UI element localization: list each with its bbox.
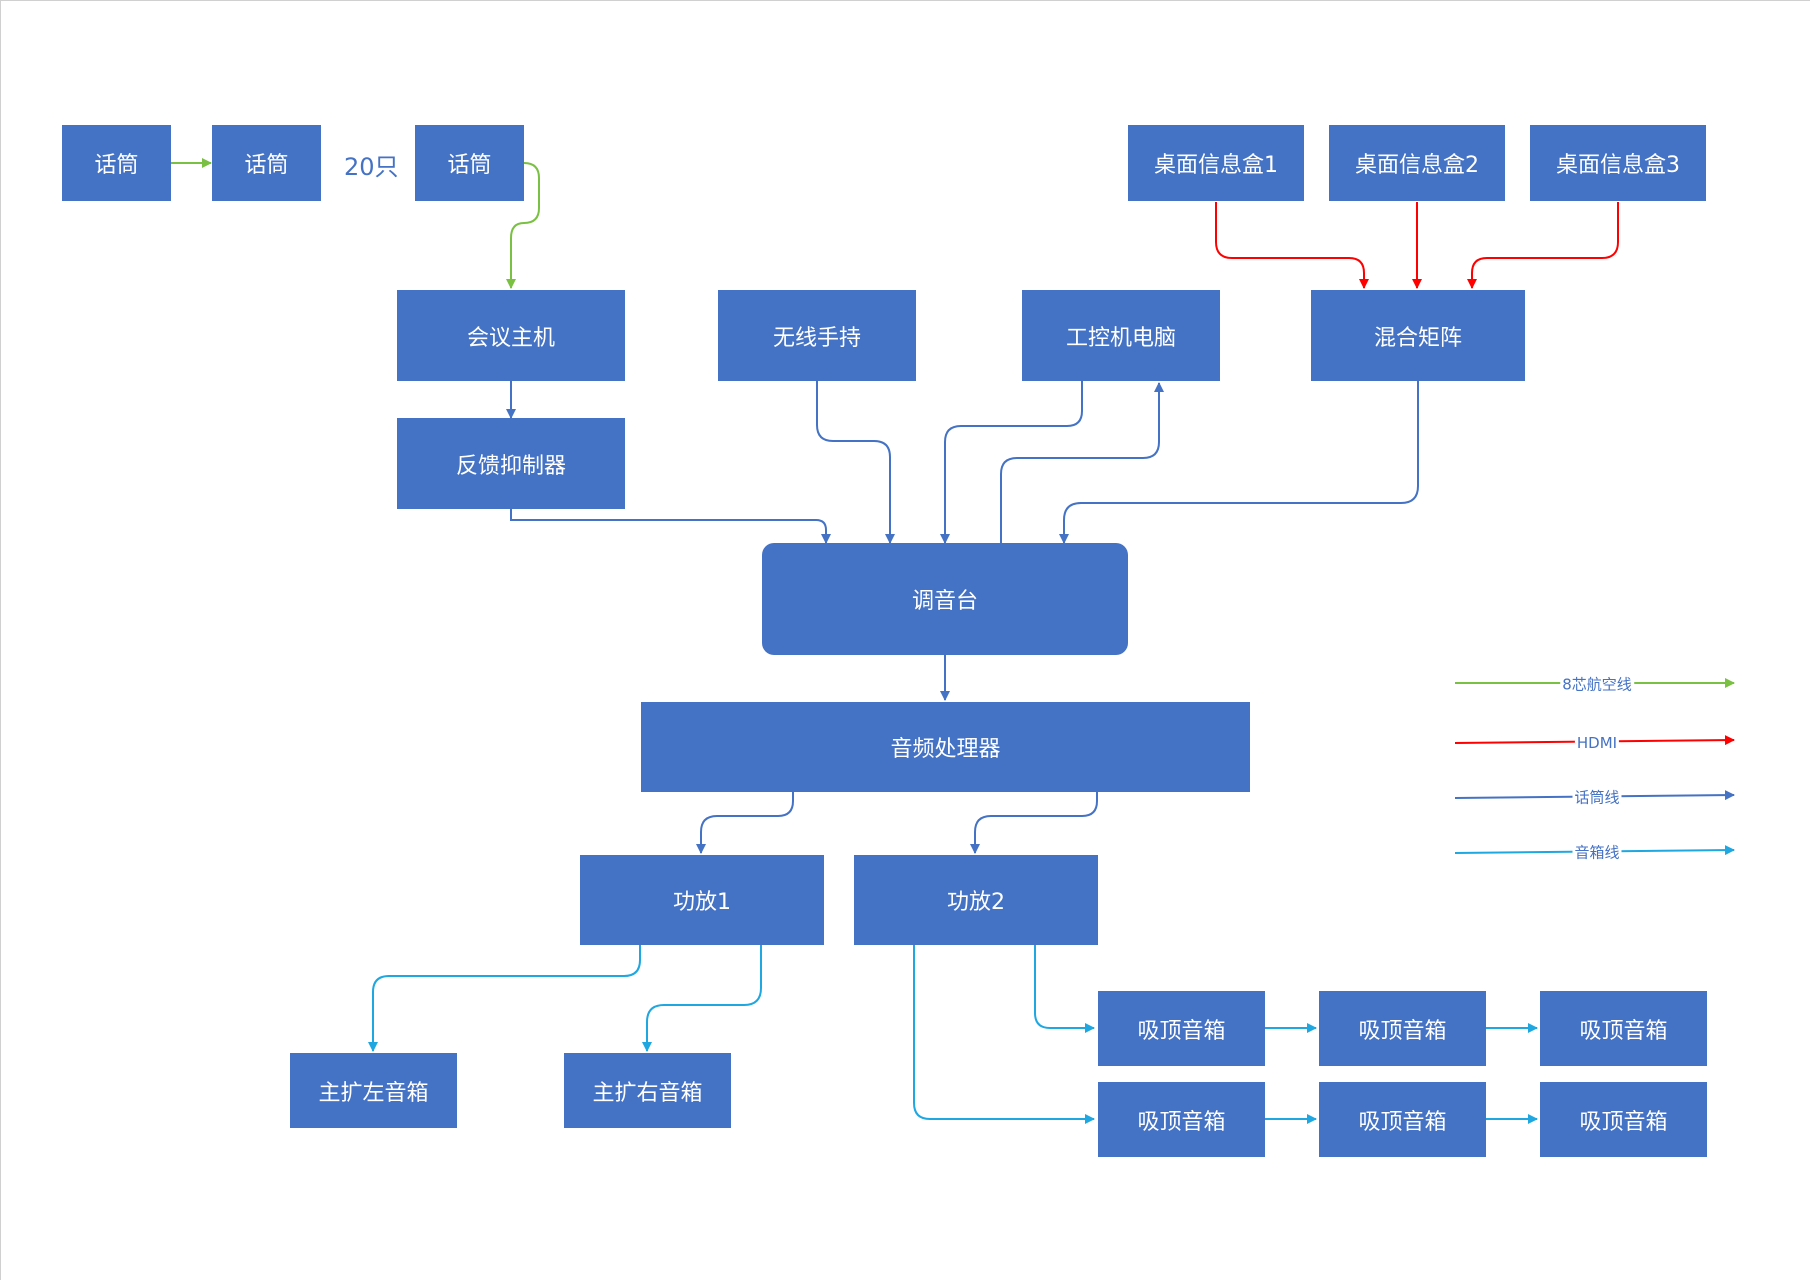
desk-info-box-1: 桌面信息盒1 <box>1128 125 1304 201</box>
connector-amp1-left-speaker <box>368 944 641 1052</box>
ceiling-speaker-r2-1: 吸顶音箱 <box>1098 1082 1265 1157</box>
connector-desk1-matrix <box>1215 202 1369 289</box>
main-right-speaker-box: 主扩右音箱 <box>564 1053 731 1128</box>
ceiling-speaker-r1-3: 吸顶音箱 <box>1540 991 1707 1066</box>
amp2-box: 功放2 <box>854 855 1098 945</box>
mic-box-2: 话筒 <box>212 125 321 201</box>
wireless-handheld-box: 无线手持 <box>718 290 916 381</box>
connector-amp1-right-speaker <box>642 944 762 1052</box>
connector-mixer-pc <box>1000 382 1164 543</box>
conference-host-box: 会议主机 <box>397 290 625 381</box>
ceiling-speaker-r2-2: 吸顶音箱 <box>1319 1082 1486 1157</box>
legend-label-mic-line: 话筒线 <box>1572 786 1622 808</box>
page-frame-left <box>0 0 1 1280</box>
connector-matrix-mixer <box>1059 381 1419 544</box>
legend-label-speaker-line: 音箱线 <box>1572 841 1622 863</box>
ceiling-speaker-r2-3: 吸顶音箱 <box>1540 1082 1707 1157</box>
page-frame-top <box>0 0 1810 1</box>
connector-wireless-mixer <box>816 381 895 544</box>
mixing-matrix-box: 混合矩阵 <box>1311 290 1525 381</box>
desk-info-box-3: 桌面信息盒3 <box>1530 125 1706 201</box>
ceiling-speaker-r1-2: 吸顶音箱 <box>1319 991 1486 1066</box>
main-left-speaker-box: 主扩左音箱 <box>290 1053 457 1128</box>
connector-amp2-ceiling-row2 <box>913 944 1095 1124</box>
mic-count-label: 20只 <box>344 153 399 181</box>
connector-pc-mixer <box>940 381 1083 544</box>
audio-processor-box: 音频处理器 <box>641 702 1250 792</box>
amp1-box: 功放1 <box>580 855 824 945</box>
connector-mic3-host <box>506 162 540 289</box>
connector-suppressor-mixer <box>510 509 831 544</box>
connector-processor-amp2 <box>970 792 1098 854</box>
mic-box-3: 话筒 <box>415 125 524 201</box>
mic-box-1: 话筒 <box>62 125 171 201</box>
mixer-box: 调音台 <box>762 543 1128 655</box>
legend-label-8pin: 8芯航空线 <box>1560 673 1634 695</box>
connector-processor-amp1 <box>696 792 794 854</box>
connector-desk3-matrix <box>1467 202 1619 289</box>
connector-amp2-ceiling-row1 <box>1034 944 1095 1033</box>
desk-info-box-2: 桌面信息盒2 <box>1329 125 1505 201</box>
legend-label-hdmi: HDMI <box>1574 734 1620 752</box>
ceiling-speaker-r1-1: 吸顶音箱 <box>1098 991 1265 1066</box>
industrial-pc-box: 工控机电脑 <box>1022 290 1220 381</box>
feedback-suppressor-box: 反馈抑制器 <box>397 418 625 509</box>
